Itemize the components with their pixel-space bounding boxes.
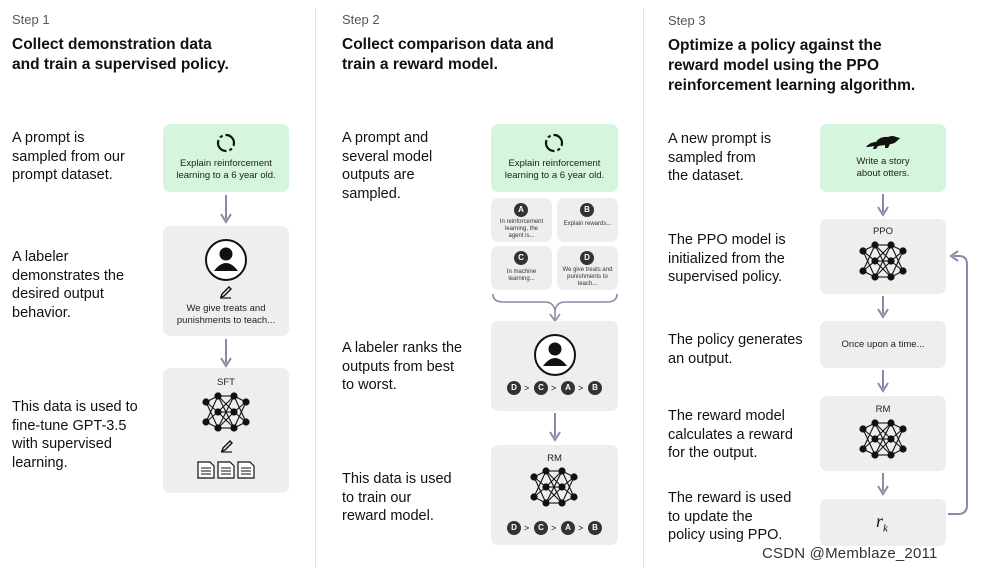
step3-desc-1: A new prompt is sampled from the dataset… [668, 131, 772, 184]
neural-net-icon [859, 419, 907, 459]
rank-sep-2: > [551, 523, 557, 533]
step1-label: Step 1 [12, 12, 50, 27]
rank-badge-1: D [507, 381, 521, 395]
arrow-down-icon [877, 194, 889, 217]
neural-net-icon [202, 392, 250, 432]
arrow-down-icon [220, 339, 232, 368]
output-card-a: A In reinforcement learning, the agent i… [491, 198, 552, 242]
output-card-b: B Explain rewards... [557, 198, 618, 242]
loop-arrow-icon [948, 250, 968, 515]
rank-sep-3: > [578, 523, 584, 533]
step2-title: Collect comparison data and train a rewa… [342, 36, 554, 73]
rank-sep-2: > [551, 383, 557, 393]
step3-desc-4: The reward model calculates a reward for… [668, 408, 793, 461]
refresh-icon [544, 133, 564, 153]
output-card-c: C In machine learning... [491, 246, 552, 290]
badge-b: B [580, 203, 594, 217]
step3-label: Step 3 [668, 13, 706, 28]
reward-symbol: rk [876, 511, 888, 535]
step3-desc-5: The reward is used to update the policy … [668, 490, 792, 543]
document-icon [197, 461, 255, 479]
step1-desc-2: A labeler demonstrates the desired outpu… [12, 249, 125, 321]
person-icon [205, 239, 247, 281]
step3-rm-card: RM [820, 396, 946, 471]
rank-badge-3: A [561, 521, 575, 535]
step3-ppo-card: PPO [820, 219, 946, 294]
person-icon [534, 334, 576, 376]
step1-sft-card: SFT [163, 368, 289, 493]
column-divider-1 [315, 8, 316, 568]
pencil-icon [220, 440, 233, 453]
badge-a: A [514, 203, 528, 217]
reward-subscript: k [883, 522, 888, 535]
badge-d: D [580, 251, 594, 265]
neural-net-icon [530, 467, 578, 507]
step3-reward-card: rk [820, 499, 946, 546]
ranking-row: D > C > A > B [507, 521, 607, 535]
step3-prompt-text: Write a story about otters. [856, 156, 910, 179]
arrow-down-icon [877, 473, 889, 496]
step1-prompt-text: Explain reinforcement learning to a 6 ye… [176, 158, 276, 181]
neural-net-icon [859, 241, 907, 281]
rank-badge-3: A [561, 381, 575, 395]
pencil-icon [219, 286, 232, 299]
output-text-b: Explain rewards... [563, 221, 612, 227]
watermark: CSDN @Memblaze_2011 [762, 545, 938, 562]
rank-badge-2: C [534, 381, 548, 395]
rank-sep-3: > [578, 383, 584, 393]
badge-c: C [514, 251, 528, 265]
step2-desc-2: A labeler ranks the outputs from best to… [342, 340, 463, 393]
rank-badge-1: D [507, 521, 521, 535]
step3-title: Optimize a policy against the reward mod… [668, 37, 916, 94]
step3-output-card: Once upon a time... [820, 321, 946, 368]
step1-desc-1: A prompt is sampled from our prompt data… [12, 130, 125, 183]
rank-sep-1: > [524, 523, 530, 533]
step2-desc-3: This data is used to train our reward mo… [342, 471, 452, 524]
output-card-d: D We give treats and punishments to teac… [557, 246, 618, 290]
refresh-icon [216, 133, 236, 153]
step3-desc-2: The PPO model is initialized from the su… [668, 232, 786, 285]
step2-ranking-card: D > C > A > B [491, 321, 618, 411]
arrow-down-icon [877, 296, 889, 319]
step1-labeler-text: We give treats and punishments to teach.… [176, 303, 276, 326]
column-divider-2 [643, 8, 644, 568]
output-text-c: In machine learning... [506, 269, 537, 282]
otter-icon [866, 136, 900, 149]
step2-label: Step 2 [342, 12, 380, 27]
output-text-a: In reinforcement learning, the agent is.… [499, 219, 544, 239]
ranking-row: D > C > A > B [507, 381, 607, 395]
reward-r: r [876, 511, 884, 531]
output-text: Once upon a time... [841, 339, 925, 350]
step2-desc-1: A prompt and several model outputs are s… [342, 130, 433, 202]
brace-icon [492, 293, 618, 323]
step2-prompt-text: Explain reinforcement learning to a 6 ye… [504, 158, 605, 181]
output-text-d: We give treats and punishments to teach.… [562, 267, 613, 287]
step1-prompt-card: Explain reinforcement learning to a 6 ye… [163, 124, 289, 192]
step1-title: Collect demonstration data and train a s… [12, 36, 229, 73]
arrow-down-icon [877, 370, 889, 393]
rank-sep-1: > [524, 383, 530, 393]
step1-desc-3: This data is used to fine-tune GPT-3.5 w… [12, 399, 138, 471]
step3-desc-3: The policy generates an output. [668, 332, 803, 367]
rank-badge-2: C [534, 521, 548, 535]
step2-rm-card: RM D > C > A > B [491, 445, 618, 545]
sft-label: SFT [217, 377, 235, 388]
arrow-down-icon [549, 413, 561, 442]
ppo-label: PPO [872, 226, 894, 237]
step2-prompt-card: Explain reinforcement learning to a 6 ye… [491, 124, 618, 192]
arrow-down-icon [220, 195, 232, 224]
rm-label: RM [875, 404, 891, 415]
rank-badge-4: B [588, 381, 602, 395]
step3-prompt-card: Write a story about otters. [820, 124, 946, 192]
rank-badge-4: B [588, 521, 602, 535]
rm-label: RM [547, 453, 562, 464]
step1-labeler-card: We give treats and punishments to teach.… [163, 226, 289, 336]
